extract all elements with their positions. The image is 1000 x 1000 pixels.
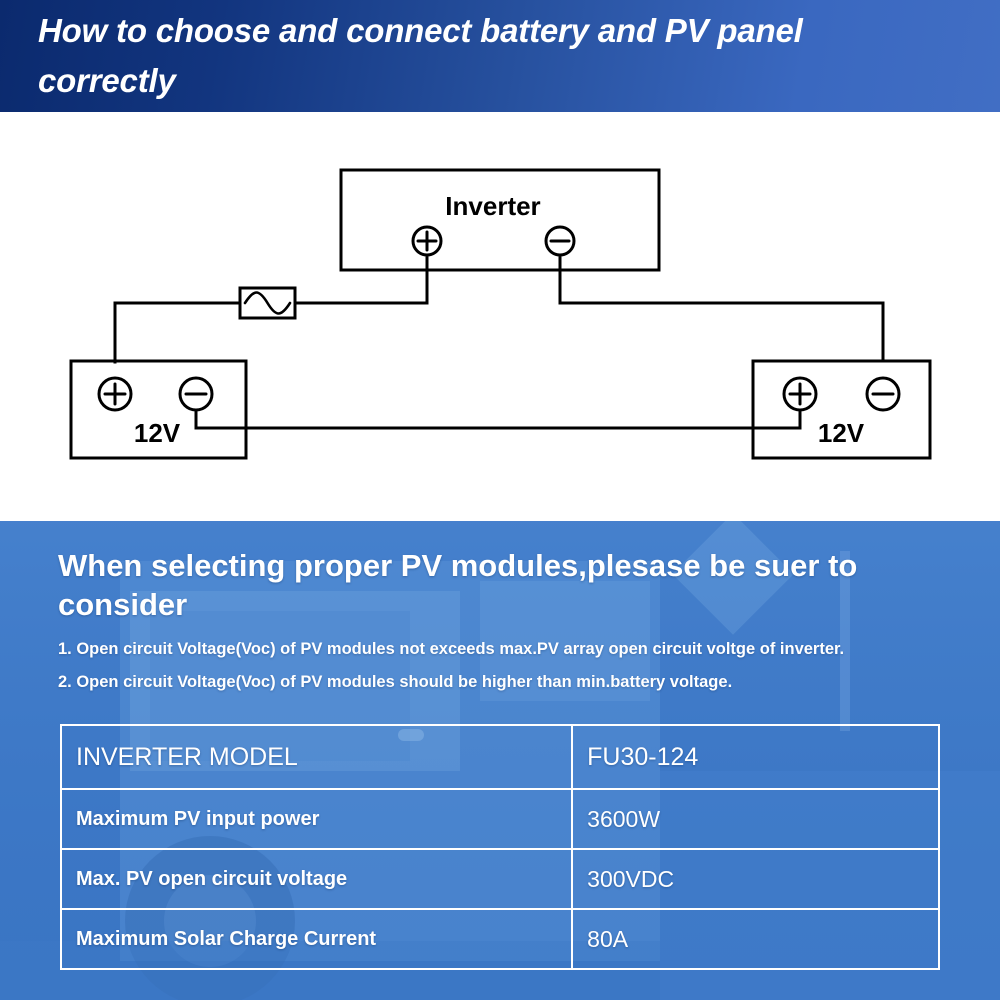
table-row: INVERTER MODEL FU30-124 bbox=[59, 724, 940, 790]
wiring-diagram-svg: Inverter 12V 12V bbox=[69, 168, 932, 460]
table-row: Max. PV open circuit voltage 300VDC bbox=[59, 848, 940, 910]
page-title: How to choose and connect battery and PV… bbox=[38, 12, 803, 99]
wire-fuse-to-inverter-positive bbox=[293, 256, 429, 305]
battery-right-box bbox=[751, 359, 932, 460]
inverter-box bbox=[339, 168, 661, 272]
spec-value: 80A bbox=[571, 908, 940, 970]
table-row: Maximum Solar Charge Current 80A bbox=[59, 908, 940, 970]
wire-series-link bbox=[194, 385, 802, 430]
inverter-spec-table: INVERTER MODEL FU30-124 Maximum PV input… bbox=[59, 724, 940, 970]
table-row: Maximum PV input power 3600W bbox=[59, 788, 940, 850]
fuse-body bbox=[238, 286, 297, 320]
pv-selection-panel: When selecting proper PV modules,plesase… bbox=[0, 521, 1000, 1000]
inverter-label: Inverter bbox=[445, 191, 540, 221]
battery-right-negative-terminal bbox=[865, 376, 901, 412]
fuse-squiggle-icon bbox=[243, 291, 292, 315]
wiring-diagram: Inverter 12V 12V bbox=[0, 112, 1000, 521]
inverter-positive-terminal bbox=[411, 225, 443, 257]
spec-label: Max. PV open circuit voltage bbox=[59, 848, 574, 910]
wire-inverter-negative-to-battery bbox=[558, 256, 885, 363]
battery-left-negative-terminal bbox=[178, 376, 214, 412]
battery-right-positive-terminal bbox=[782, 376, 818, 412]
battery-right-voltage-label: 12V bbox=[818, 418, 865, 448]
spec-label: Maximum PV input power bbox=[59, 788, 574, 850]
page-header: How to choose and connect battery and PV… bbox=[0, 0, 1000, 112]
spec-label: Maximum Solar Charge Current bbox=[59, 908, 574, 970]
panel-bullet-2: 2. Open circuit Voltage(Voc) of PV modul… bbox=[58, 673, 733, 691]
battery-left-box bbox=[69, 359, 248, 460]
wire-battery-positive-to-fuse bbox=[113, 301, 242, 364]
spec-value: 300VDC bbox=[571, 848, 940, 910]
spec-value: 3600W bbox=[571, 788, 940, 850]
panel-heading: When selecting proper PV modules,plesase… bbox=[58, 548, 858, 622]
battery-left-positive-terminal bbox=[97, 376, 133, 412]
battery-left-voltage-label: 12V bbox=[134, 418, 181, 448]
panel-bullet-1: 1. Open circuit Voltage(Voc) of PV modul… bbox=[58, 640, 845, 658]
spec-label: INVERTER MODEL bbox=[59, 724, 574, 790]
spec-value: FU30-124 bbox=[571, 724, 940, 790]
inverter-negative-terminal bbox=[544, 225, 576, 257]
